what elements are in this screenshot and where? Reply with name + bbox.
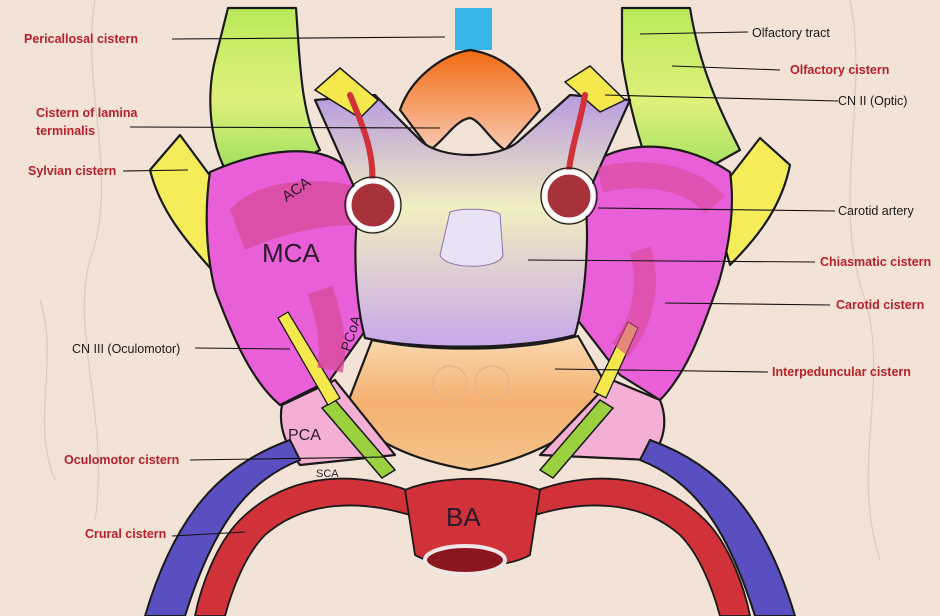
cn3-label: CN III (Oculomotor): [72, 342, 180, 356]
pericallosal-cistern-label: Pericallosal cistern: [24, 32, 138, 46]
pca-label: PCA: [288, 427, 321, 444]
pituitary-stalk: [440, 209, 503, 266]
olfactory-cistern-label: Olfactory cistern: [790, 63, 889, 77]
olfactory-tract-label: Olfactory tract: [752, 26, 830, 40]
pcoa-branch-left: [320, 290, 332, 370]
chiasmatic-cistern-label: Chiasmatic cistern: [820, 255, 931, 269]
lamina-terminalis-label-1: Cistern of lamina: [36, 106, 138, 120]
lamina-terminalis-label-2: terminalis: [36, 124, 95, 138]
mca-label: MCA: [262, 238, 320, 268]
carotid-artery-label: Carotid artery: [838, 204, 914, 218]
sylvian-cistern-label: Sylvian cistern: [28, 164, 116, 178]
carotid-cistern-label: Carotid cistern: [836, 298, 924, 312]
pericallosal-cistern: [455, 8, 492, 50]
basilar-artery-lumen: [425, 546, 505, 574]
interpeduncular-cistern-label: Interpeduncular cistern: [772, 365, 911, 379]
lamina-terminalis-cistern: [400, 50, 540, 150]
carotid-artery-left: [349, 181, 397, 229]
ba-label: BA: [446, 502, 481, 532]
sca-label: SCA: [316, 468, 339, 480]
crural-cistern-label: Crural cistern: [85, 527, 166, 541]
oculomotor-cistern-label: Oculomotor cistern: [64, 453, 179, 467]
cn2-label: CN II (Optic): [838, 94, 907, 108]
carotid-artery-right: [545, 172, 593, 220]
